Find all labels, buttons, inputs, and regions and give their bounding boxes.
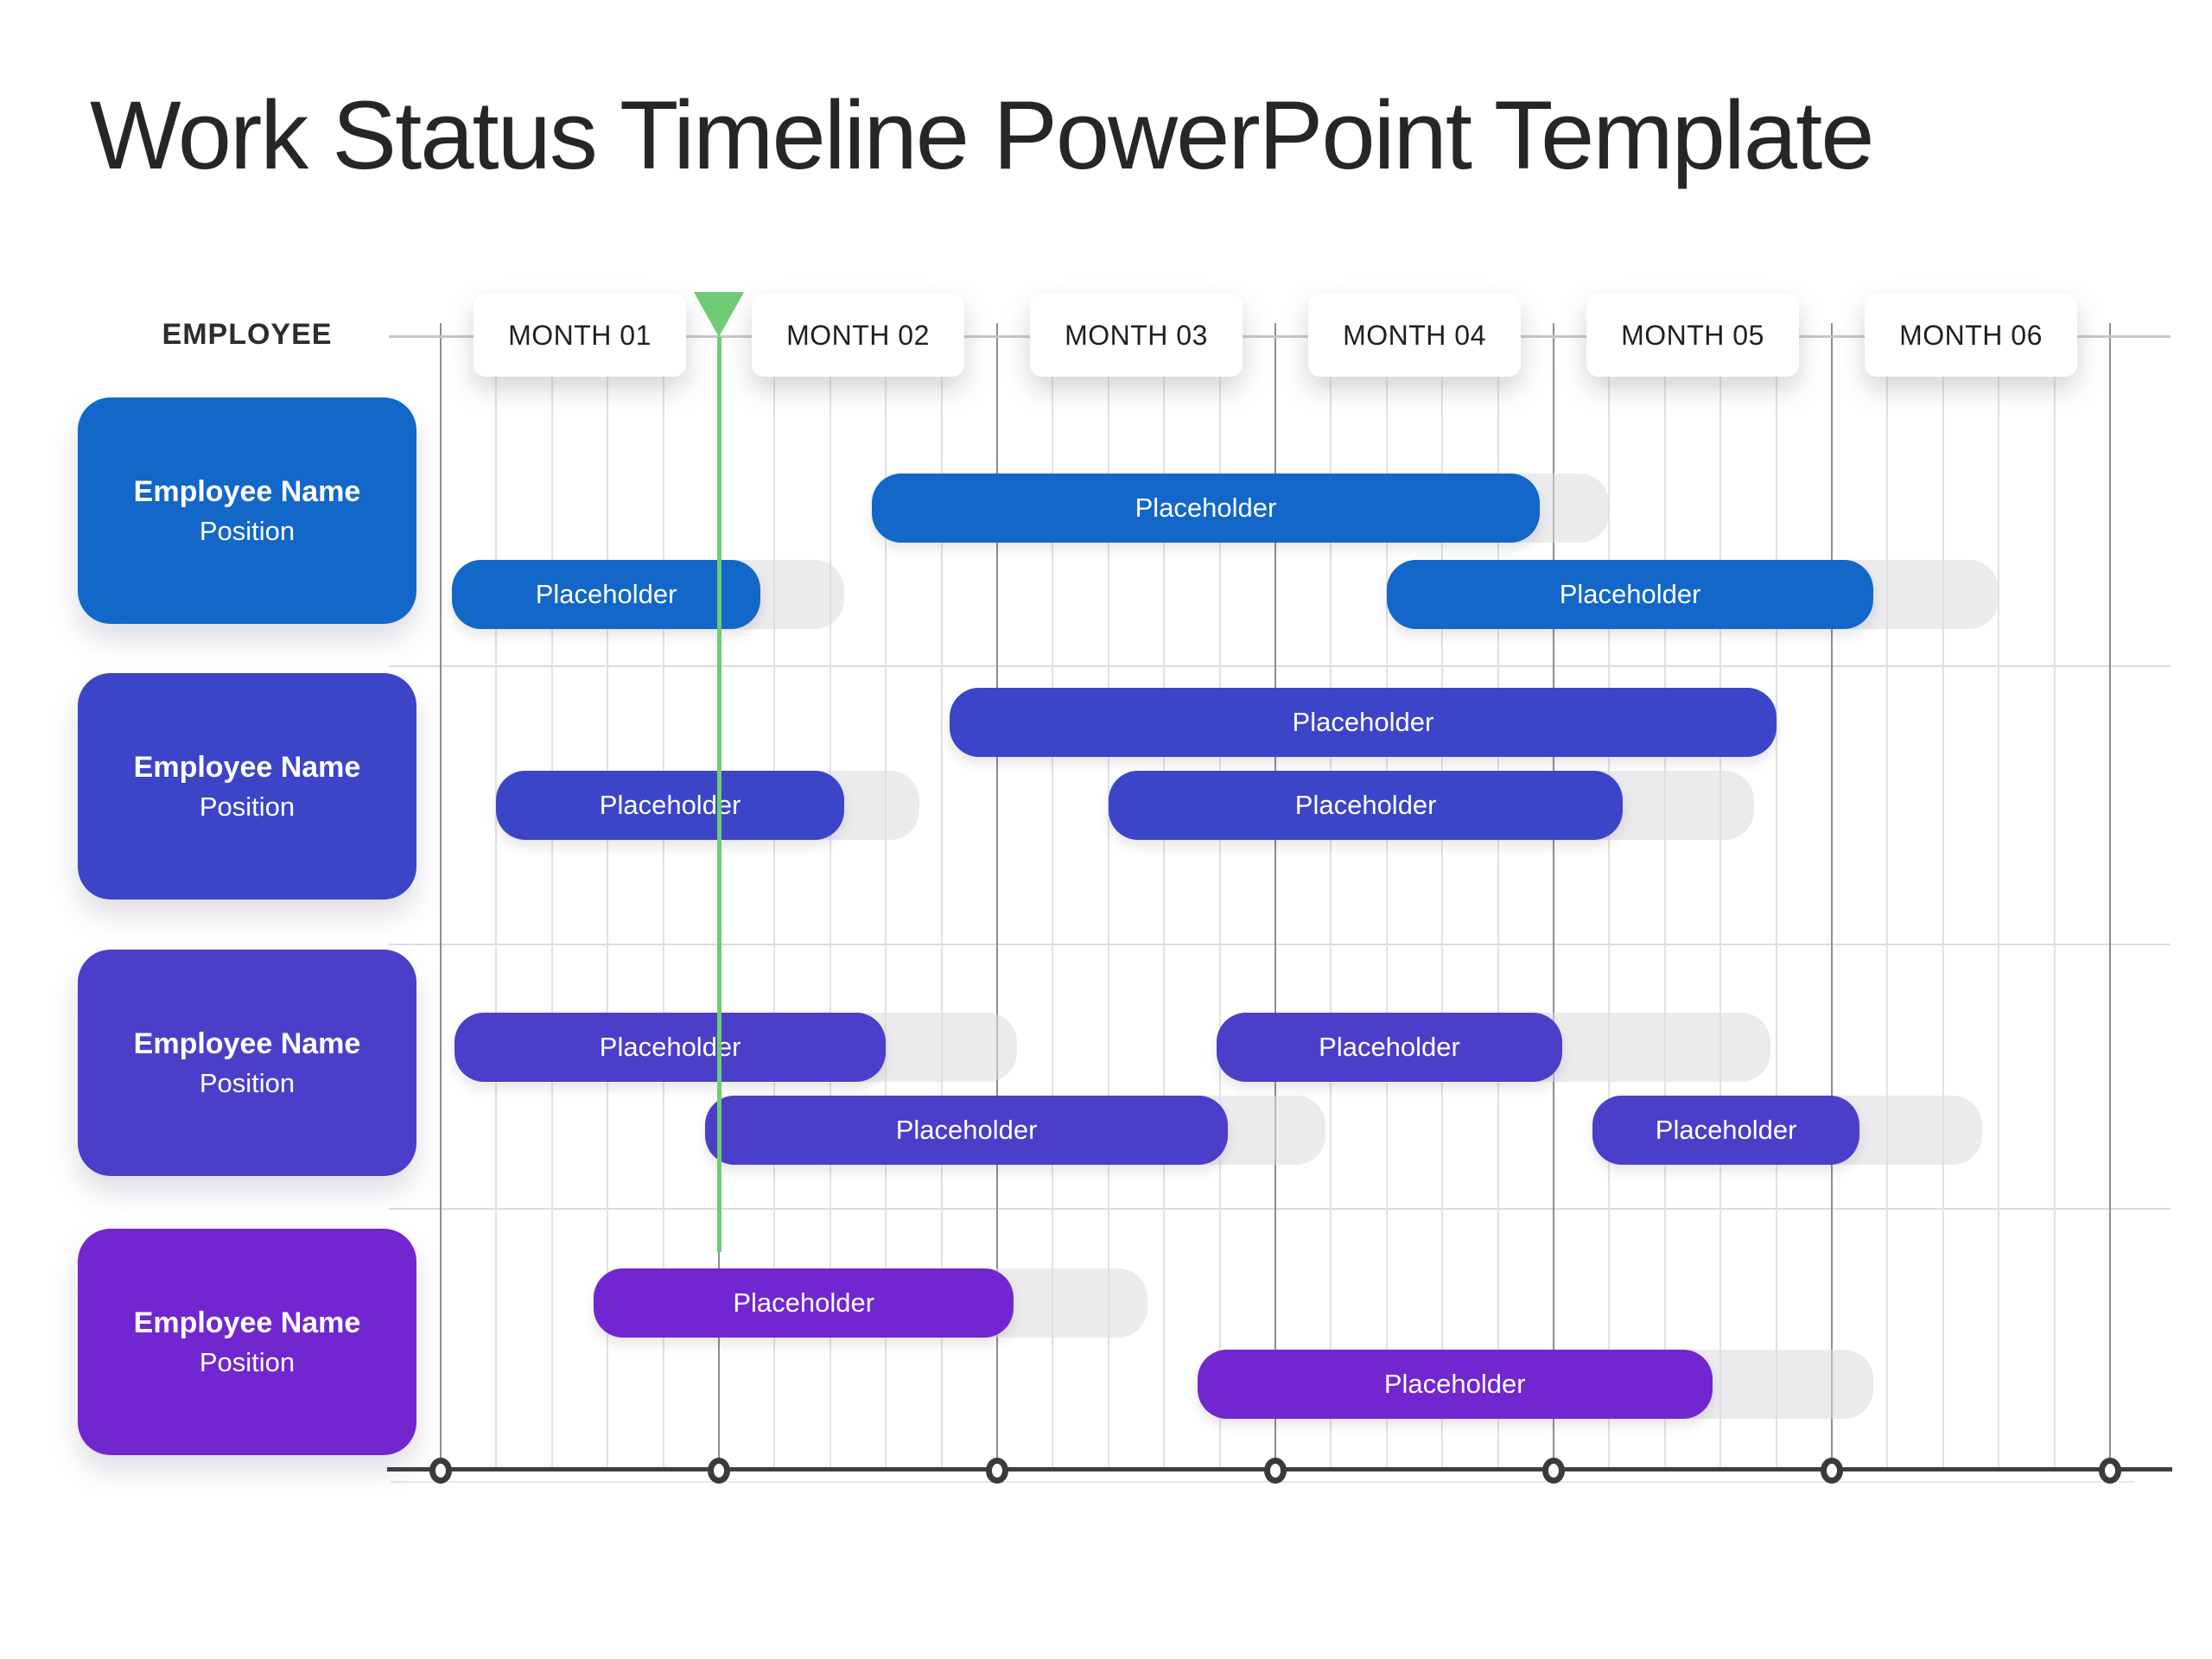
row-divider-line [389,944,2171,945]
task-bar-label: Placeholder [1655,1115,1797,1145]
row-divider-line [389,665,2171,667]
task-bar-label: Placeholder [1383,1369,1526,1399]
task-bar: Placeholder [454,1013,887,1082]
employee-column-header: EMPLOYEE [162,318,333,351]
gridline-minor [1719,337,1722,1469]
task-bar-label: Placeholder [1559,579,1701,609]
gridline-minor [1385,337,1388,1469]
timeline-axis-subline [391,1481,2134,1483]
employee-name: Employee Name [133,1027,361,1060]
employee-position: Position [199,1067,296,1098]
timeline-header-line [389,335,2171,338]
task-bar-label: Placeholder [1294,790,1437,820]
slide-title: Work Status Timeline PowerPoint Template [90,81,1874,189]
gridline-minor [1497,337,1499,1469]
gridline-minor [773,337,776,1469]
task-bar-label: Placeholder [1292,707,1434,737]
month-header-card: MONTH 02 [752,294,964,377]
month-header-card: MONTH 05 [1586,294,1799,377]
task-bar: Placeholder [704,1096,1229,1165]
current-date-line [716,337,721,1252]
timeline-axis-dot [429,1458,452,1484]
timeline-axis-dot [708,1458,730,1484]
task-bar: Placeholder [1108,771,1624,840]
month-header-card: MONTH 03 [1030,294,1243,377]
gridline-minor [2053,337,2056,1469]
gridline-minor [1775,337,1777,1469]
current-date-triangle-icon [694,292,744,337]
gridline-minor [1107,337,1109,1469]
task-bar: Placeholder [950,688,1777,757]
employee-position: Position [199,515,296,546]
employee-name: Employee Name [133,750,361,784]
task-bar: Placeholder [1217,1013,1562,1082]
employee-name: Employee Name [133,1306,361,1339]
task-bar: Placeholder [1592,1096,1860,1165]
gridline-minor [1998,337,2000,1469]
timeline-axis-dot [1542,1458,1565,1484]
employee-position: Position [199,1346,296,1377]
task-bar: Placeholder [1386,560,1874,629]
gridline-major [440,323,442,1469]
gridline-minor [1218,337,1221,1469]
gridline-minor [1886,337,1889,1469]
employee-position: Position [199,791,296,822]
gridline-minor [662,337,664,1469]
timeline-axis-dot [1821,1458,1843,1484]
employee-name: Employee Name [133,474,361,508]
task-bar: Placeholder [496,771,844,840]
gridline-minor [1608,337,1611,1469]
timeline-axis-dot [2099,1458,2121,1484]
gridline-minor [550,337,553,1469]
task-bar-label: Placeholder [1135,493,1277,523]
gridline-minor [1663,337,1666,1469]
gridline-major [1831,323,1833,1469]
gridline-minor [885,337,887,1469]
gridline-major [1274,323,1276,1469]
gridline-minor [1163,337,1166,1469]
gridline-minor [495,337,498,1469]
gridline-major [2109,323,2111,1469]
timeline-axis-dot [1264,1458,1287,1484]
gridline-minor [940,337,943,1469]
task-bar: Placeholder [594,1268,1014,1338]
gridline-minor [1441,337,1444,1469]
task-bar-label: Placeholder [895,1115,1038,1145]
task-bar: Placeholder [451,560,761,629]
task-bar: Placeholder [1197,1350,1713,1419]
gridline-major [1553,323,1554,1469]
month-header-card: MONTH 04 [1308,294,1521,377]
task-bar-label: Placeholder [535,579,677,609]
timeline-axis-dot [986,1458,1008,1484]
task-bar: Placeholder [872,474,1540,543]
task-bar-label: Placeholder [1319,1032,1460,1062]
month-header-card: MONTH 01 [474,294,686,377]
gridline-minor [829,337,831,1469]
row-divider-line [389,1208,2171,1210]
gridline-minor [1330,337,1332,1469]
gridline-major [996,323,998,1469]
gridline-minor [607,337,609,1469]
task-bar-label: Placeholder [733,1287,875,1318]
month-header-card: MONTH 06 [1865,294,2077,377]
gridline-minor [1942,337,1944,1469]
gridline-minor [1052,337,1054,1469]
